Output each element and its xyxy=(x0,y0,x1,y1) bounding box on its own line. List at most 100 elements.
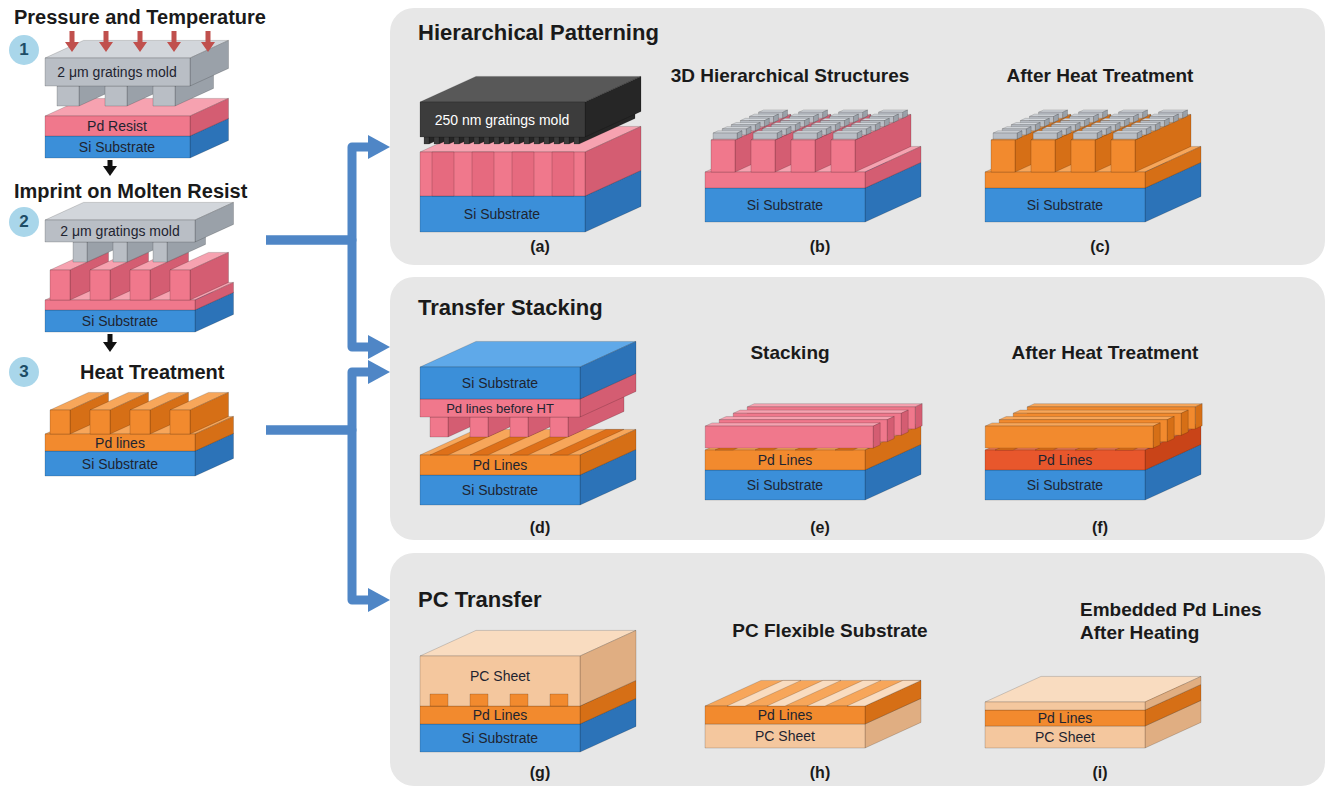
block-face xyxy=(574,137,579,144)
pressure-arrow xyxy=(167,31,181,52)
panel-tag: (e) xyxy=(810,519,830,537)
block-face xyxy=(793,133,817,139)
block-face xyxy=(420,724,580,752)
block-face xyxy=(454,137,459,144)
block-face xyxy=(170,270,190,300)
stacked-lines xyxy=(985,404,1202,500)
part-label: Si Substrate xyxy=(79,139,155,155)
part-label: Si Substrate xyxy=(464,206,540,222)
block-face xyxy=(847,680,921,706)
part-label: Pd Lines xyxy=(758,707,812,723)
block-face xyxy=(985,188,1145,222)
process-step: 1Pressure and Temperature xyxy=(4,2,266,160)
part-label: Pd Lines xyxy=(473,707,527,723)
panel-tag: (d) xyxy=(530,519,550,537)
block-face xyxy=(1164,118,1169,126)
block-face xyxy=(1013,410,1188,413)
stage-title: 3D Hierarchical Structures xyxy=(671,64,910,87)
block-face xyxy=(544,137,549,144)
block-face xyxy=(831,140,855,172)
part-label: PC Sheet xyxy=(755,728,815,744)
block-face xyxy=(1183,110,1188,118)
panel-tag: (h) xyxy=(810,764,830,782)
block-face xyxy=(420,196,585,232)
block-face xyxy=(857,131,862,139)
block-face xyxy=(512,152,534,196)
block-face xyxy=(420,455,580,475)
block-face xyxy=(733,410,908,413)
block-face xyxy=(985,710,1145,726)
block-face xyxy=(705,423,880,426)
step-circle: 1 xyxy=(9,35,39,65)
part-label: Si Substrate xyxy=(462,482,538,498)
block-face xyxy=(564,137,569,144)
block-face xyxy=(705,470,865,500)
part-label: Pd Resist xyxy=(87,118,147,134)
hierarchical-structure xyxy=(705,110,921,222)
branch-arrow xyxy=(266,240,368,347)
panel-tag: (i) xyxy=(1092,764,1107,782)
block-face xyxy=(903,110,908,118)
panel-background xyxy=(390,8,1325,265)
part-label: Si Substrate xyxy=(82,313,158,329)
block-face xyxy=(105,86,127,106)
block-face xyxy=(783,110,788,118)
block-face xyxy=(1134,114,1139,122)
block-face xyxy=(711,140,735,172)
block-face xyxy=(747,404,922,407)
block-face xyxy=(73,242,87,262)
block-face xyxy=(1181,410,1188,435)
block-face xyxy=(45,116,190,136)
part-label: Si Substrate xyxy=(462,730,538,746)
pc-flexible-h xyxy=(705,680,921,748)
block-face xyxy=(985,423,1160,426)
block-face xyxy=(1094,114,1099,122)
block-face xyxy=(195,202,234,242)
step-arrow xyxy=(108,334,113,342)
block-face xyxy=(1153,423,1160,448)
block-face xyxy=(420,102,585,137)
block-face xyxy=(1106,127,1111,135)
block-face xyxy=(894,114,899,122)
block-face xyxy=(1031,140,1055,172)
part-label: Pd Lines xyxy=(1038,452,1092,468)
block-face xyxy=(985,726,1145,748)
block-face xyxy=(1017,131,1022,139)
panel-heading: Hierarchical Patterning xyxy=(418,20,659,46)
block-face xyxy=(444,137,449,144)
block-face xyxy=(1035,122,1040,130)
block-face xyxy=(432,152,454,196)
block-face xyxy=(190,98,229,136)
step-heading: Heat Treatment xyxy=(80,360,225,384)
block-face xyxy=(1145,676,1201,710)
block-face xyxy=(993,133,1017,139)
block-face xyxy=(472,152,494,196)
stage-title: PC Flexible Substrate xyxy=(732,619,927,642)
transfer-stack-d xyxy=(420,341,636,505)
block-face xyxy=(826,127,831,135)
block-face xyxy=(823,110,828,118)
block-face xyxy=(45,434,195,451)
block-face xyxy=(524,137,529,144)
part-label: Si Substrate xyxy=(747,477,823,493)
block-face xyxy=(1071,140,1095,172)
block-face xyxy=(113,242,127,262)
block-face xyxy=(833,133,857,139)
part-label: PC Sheet xyxy=(1035,729,1095,745)
block-face xyxy=(791,140,815,172)
panel-heading: Transfer Stacking xyxy=(418,295,603,321)
block-face xyxy=(585,76,641,137)
panel-tag: (b) xyxy=(810,238,830,256)
block-face xyxy=(420,367,580,399)
block-face xyxy=(510,694,528,706)
block-face xyxy=(746,127,751,135)
block-face xyxy=(90,410,110,434)
part-label: Pd Lines xyxy=(1038,710,1092,726)
panel-heading: PC Transfer xyxy=(418,587,542,613)
part-label: Pd Lines xyxy=(758,452,812,468)
block-face xyxy=(814,114,819,122)
block-face xyxy=(504,137,509,144)
block-face xyxy=(777,131,782,139)
block-face xyxy=(420,475,580,505)
